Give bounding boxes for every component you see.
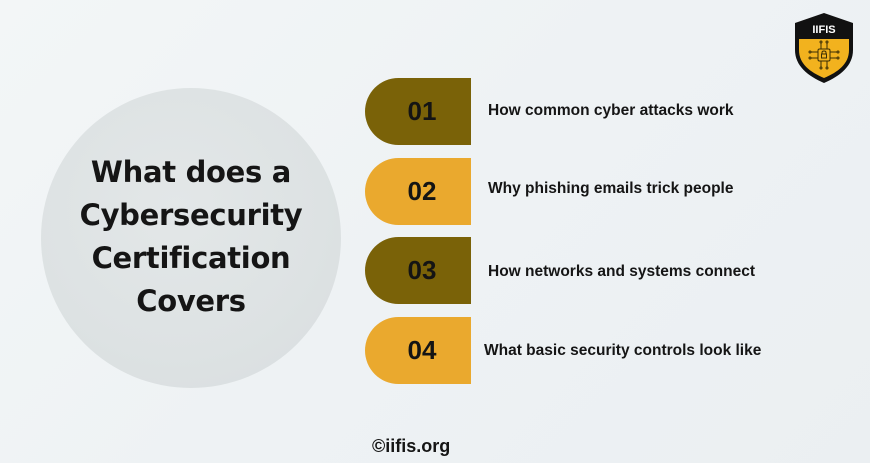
item-text-03: How networks and systems connect [488,263,756,280]
title-line-2: Cybersecurity [79,198,303,232]
item-number: 04 [407,335,437,365]
item-text-04: What basic security controls look like [484,342,762,359]
page-title: What does a Cybersecurity Certification … [66,151,316,323]
item-number-badge-04: 04 [365,317,471,384]
item-number-badge-02: 02 [365,158,471,225]
item-number: 01 [407,96,437,126]
item-number-badge-01: 01 [365,78,471,145]
iifis-logo: IIFIS [793,12,855,84]
title-line-4: Covers [136,284,246,318]
hero-circle: What does a Cybersecurity Certification … [41,88,341,388]
item-number: 02 [407,176,437,206]
item-number: 03 [407,255,437,285]
item-text-01: How common cyber attacks work [488,102,734,119]
shield-chip-lock-icon: IIFIS [795,13,853,83]
svg-text:IIFIS: IIFIS [812,24,835,36]
item-number-badge-03: 03 [365,237,471,304]
title-line-1: What does a [90,155,292,189]
item-text-02: Why phishing emails trick people [488,180,734,197]
copyright-footer: ©iifis.org [372,436,451,456]
title-line-3: Certification [91,241,291,275]
